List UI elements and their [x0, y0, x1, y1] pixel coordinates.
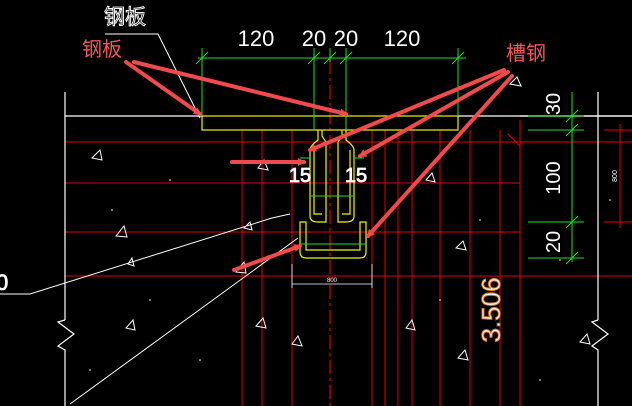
top-steel-plate [201, 115, 459, 131]
right-channel-mark: 15 [345, 165, 367, 187]
top-dimension-labels: 120 20 20 120 [238, 26, 421, 51]
elevation-text: 3.506 [476, 277, 506, 342]
arrow-bottom-channel [232, 244, 302, 272]
dim-right-1: 30 [543, 93, 565, 115]
small-box-label: 800 [327, 278, 338, 284]
dim-top-4: 120 [384, 26, 421, 51]
steel-plate-label-red: 钢板 [82, 37, 122, 61]
dim-top-1: 120 [238, 26, 275, 51]
bottom-channel-steel [299, 221, 367, 259]
concrete-hatch-triangles [90, 76, 591, 361]
steel-plate-label-white: 钢板 [104, 5, 146, 29]
left-channel-mark: 15 [289, 165, 311, 187]
arrow-plate-center [132, 60, 348, 117]
arrow-channel-3 [366, 74, 514, 238]
dim-top-3: 20 [334, 26, 358, 51]
arrow-channel-2 [358, 70, 510, 158]
annotation-arrows [124, 60, 514, 272]
right-dimension-labels: 30 100 20 800 [543, 93, 619, 253]
arrow-channel-1 [308, 68, 506, 152]
channel-steel-label: 槽钢 [506, 41, 546, 65]
dim-right-small: 800 [612, 170, 619, 182]
concrete-hatch-dots [89, 179, 611, 381]
dimension-lines [195, 48, 584, 265]
dim-right-3: 20 [543, 231, 565, 253]
steel-section-outline [201, 115, 459, 259]
leader-lines [0, 33, 299, 405]
small-dimension-box: 800 [291, 264, 373, 288]
arrow-plate-left [124, 60, 202, 116]
right-red-dimension [507, 124, 632, 228]
left-channel-steel [309, 130, 327, 223]
left-edge-text: 0 [0, 270, 8, 295]
dim-right-2: 100 [543, 161, 565, 194]
right-channel-steel [337, 130, 355, 223]
red-grid-lines [65, 120, 632, 406]
dim-top-2: 20 [302, 26, 326, 51]
